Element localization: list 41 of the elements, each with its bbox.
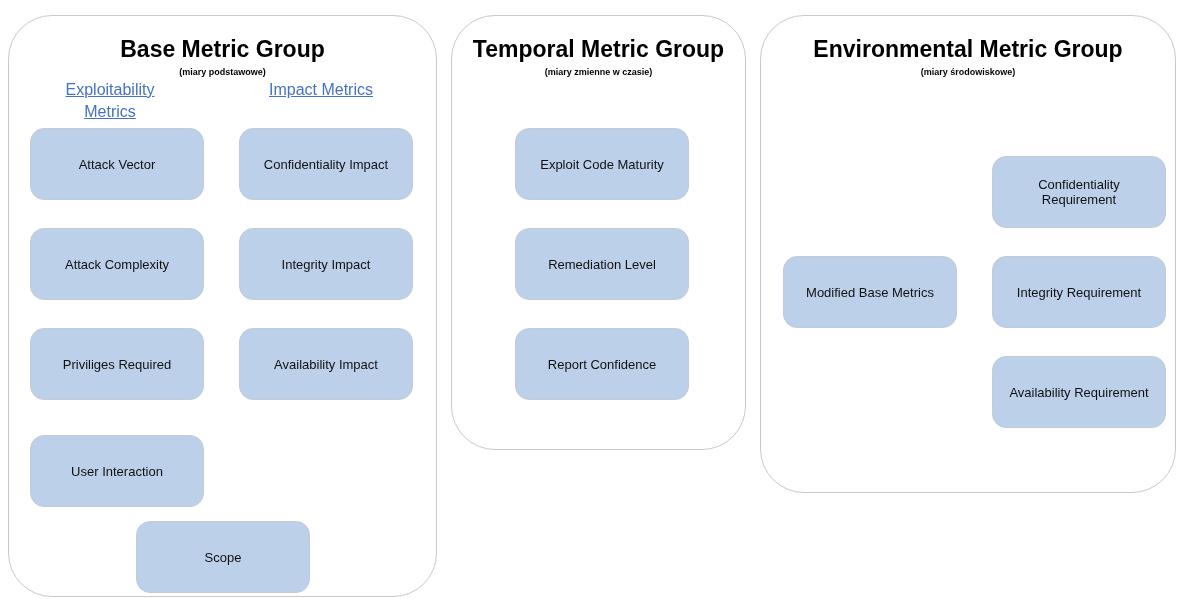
metric-box — [515, 328, 689, 400]
group-title: Temporal Metric Group — [471, 36, 726, 63]
metric-box — [239, 128, 413, 200]
metric-label: Attack Vector — [78, 156, 156, 172]
metric-label: Availability Impact — [274, 356, 378, 372]
group-subtitle: (miary podstawowe) — [178, 67, 267, 77]
metric-box — [515, 128, 689, 200]
metric-box — [30, 328, 204, 400]
metric-box — [30, 128, 204, 200]
metric-label: Report Confidence — [547, 356, 657, 372]
metric-box — [992, 156, 1166, 228]
metric-box — [515, 228, 689, 300]
metric-box — [239, 328, 413, 400]
metric-label: Confidentiality Requirement — [1037, 177, 1121, 207]
metric-label: User Interaction — [71, 463, 163, 479]
category-heading: Impact Metrics — [268, 80, 374, 100]
metric-label: Attack Complexity — [64, 256, 169, 272]
metric-label: Availability Requirement — [1009, 384, 1149, 400]
group-subtitle: (miary środowiskowe) — [919, 67, 1017, 77]
metric-label: Modified Base Metrics — [806, 284, 934, 300]
group-panel — [8, 15, 437, 597]
metric-label: Integrity Impact — [281, 256, 371, 272]
group-title: Environmental Metric Group — [812, 36, 1124, 63]
metric-box — [136, 521, 310, 593]
group-title: Base Metric Group — [119, 36, 326, 63]
metric-label: Exploit Code Maturity — [540, 156, 664, 172]
metric-label: Priviliges Required — [62, 356, 172, 372]
group-panel — [760, 15, 1176, 493]
metric-box — [783, 256, 957, 328]
metric-label: Integrity Requirement — [1016, 284, 1142, 300]
metric-box — [992, 356, 1166, 428]
group-panel — [451, 15, 746, 450]
metric-box — [239, 228, 413, 300]
metric-label: Remediation Level — [548, 256, 656, 272]
metric-box — [30, 435, 204, 507]
metric-label: Confidentiality Impact — [263, 156, 389, 172]
metric-label: Scope — [204, 549, 242, 565]
metric-box — [992, 256, 1166, 328]
category-heading: Exploitability Metrics — [64, 80, 156, 122]
metric-box — [30, 228, 204, 300]
group-subtitle: (miary zmienne w czasie) — [543, 67, 654, 77]
